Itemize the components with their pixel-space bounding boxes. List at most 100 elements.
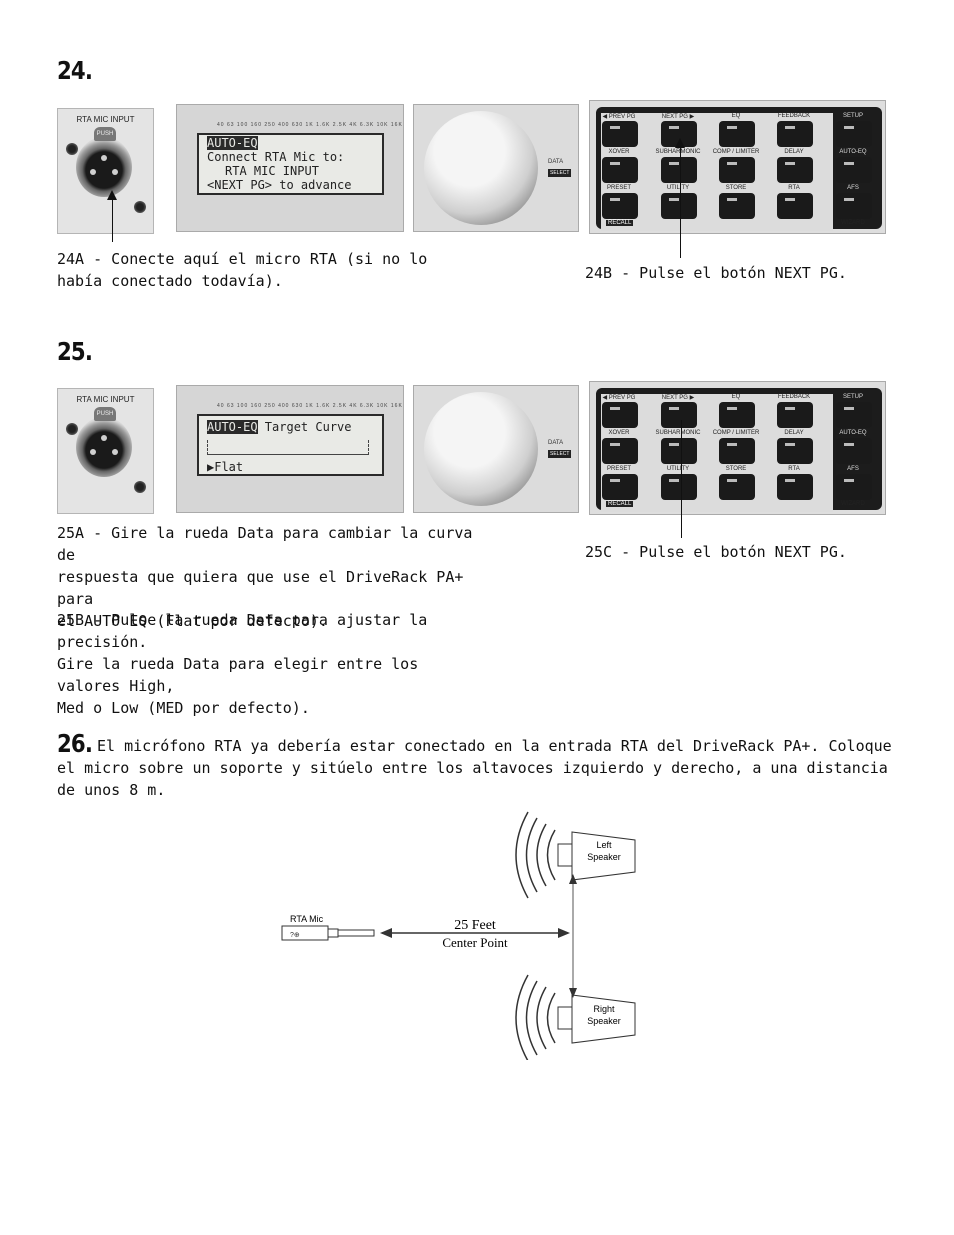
feedback-label: FEEDBACK — [777, 113, 811, 119]
lcd-title-row: AUTO-EQ Target Curve — [207, 420, 352, 434]
step-24-number: 24. — [57, 56, 93, 85]
afs-label: AFS — [847, 185, 859, 191]
delay-label: DELAY — [784, 430, 804, 436]
eq-label: EQ — [731, 394, 741, 400]
next-pg-label: NEXT PG ▶ — [661, 114, 695, 120]
xover-button[interactable] — [602, 438, 638, 464]
right-speaker-icon — [557, 994, 636, 1044]
prev-pg-button[interactable] — [602, 121, 638, 147]
comp-limiter-button[interactable] — [719, 157, 755, 183]
auto-eq-label: AUTO-EQ — [839, 149, 867, 155]
setup-button[interactable] — [836, 402, 872, 428]
rta-mic-input-panel: RTA MIC INPUT PUSH — [57, 108, 154, 234]
button-panel-24: ◀ PREV PG NEXT PG ▶ EQ FEEDBACK SETUP XO… — [589, 100, 886, 234]
rta-button[interactable] — [777, 474, 813, 500]
feedback-button[interactable] — [777, 402, 813, 428]
store-label: STORE — [725, 185, 747, 191]
screw-icon — [134, 201, 146, 213]
preset-label: PRESET — [606, 185, 631, 191]
preset-button[interactable] — [602, 474, 638, 500]
subharmonic-label: SUBHARMONIC — [655, 430, 701, 436]
utility-label: UTILITY — [666, 185, 690, 191]
data-wheel-label: DATA — [548, 440, 564, 446]
xover-label: XOVER — [608, 430, 630, 436]
target-curve-graph — [207, 440, 369, 455]
setup-button[interactable] — [836, 121, 872, 147]
prev-pg-label: ◀ PREV PG — [602, 395, 636, 401]
data-wheel-icon — [424, 392, 538, 506]
xover-button[interactable] — [602, 157, 638, 183]
meter-scale: 40 63 100 160 250 400 630 1K 1.6K 2.5K 4… — [217, 403, 403, 409]
prev-pg-label: ◀ PREV PG — [602, 114, 636, 120]
lcd-title: AUTO-EQ — [207, 136, 258, 150]
pointer-line-25c — [681, 420, 682, 538]
setup-label: SETUP — [842, 394, 863, 400]
eq-button[interactable] — [719, 121, 755, 147]
wizard-label: WIZARD — [841, 220, 865, 226]
afs-button[interactable] — [836, 474, 872, 500]
select-badge: SELECT — [548, 169, 572, 177]
auto-eq-label: AUTO-EQ — [839, 430, 867, 436]
afs-button[interactable] — [836, 193, 872, 219]
distance-label: 25 Feet — [454, 918, 496, 933]
right-sound-waves-icon — [515, 974, 556, 1060]
rta-mic-input-label: RTA MIC INPUT — [76, 395, 135, 404]
lcd-display-24: 40 63 100 160 250 400 630 1K 1.6K 2.5K 4… — [176, 104, 404, 232]
comp-limiter-button[interactable] — [719, 438, 755, 464]
rta-label: RTA — [788, 466, 800, 472]
left-speaker-icon — [557, 831, 636, 881]
pointer-line-24b — [680, 146, 681, 258]
rta-mic-input-panel: RTA MIC INPUT PUSH — [57, 388, 154, 514]
data-wheel-label: DATA — [548, 159, 564, 165]
rta-button[interactable] — [777, 193, 813, 219]
step-26-number: 26. — [57, 729, 93, 758]
lcd-value: Flat — [214, 460, 244, 474]
utility-label: UTILITY — [666, 466, 690, 472]
step-26-text: El micrófono RTA ya debería estar conect… — [57, 737, 892, 799]
lcd-screen: AUTO-EQ Connect RTA Mic to: RTA MIC INPU… — [197, 133, 384, 195]
xlr-connector-icon — [76, 137, 132, 197]
delay-label: DELAY — [784, 149, 804, 155]
pointer-arrow-24a — [107, 190, 117, 200]
caption-25b: 25B - Pulse la rueda Data para ajustar l… — [57, 611, 428, 717]
utility-button[interactable] — [661, 193, 697, 219]
prev-pg-button[interactable] — [602, 402, 638, 428]
caption-24a: 24A - Conecte aquí el micro RTA (si no l… — [57, 250, 428, 290]
feedback-label: FEEDBACK — [777, 394, 811, 400]
center-point-label: Center Point — [442, 935, 508, 950]
right-speaker-label-1: Right — [593, 1004, 615, 1014]
recall-label: RECALL — [606, 501, 634, 507]
next-pg-button[interactable] — [661, 402, 697, 428]
lcd-value-row: ▶Flat — [207, 460, 244, 474]
lcd-line-2: RTA MIC INPUT — [225, 164, 319, 178]
eq-label: EQ — [731, 113, 741, 119]
subharmonic-button[interactable] — [661, 157, 697, 183]
push-tab: PUSH — [94, 127, 116, 141]
wizard-label: WIZARD — [841, 501, 865, 507]
data-wheel-icon — [424, 111, 538, 225]
xover-label: XOVER — [608, 149, 630, 155]
feedback-button[interactable] — [777, 121, 813, 147]
eq-button[interactable] — [719, 402, 755, 428]
afs-label: AFS — [847, 466, 859, 472]
subharmonic-button[interactable] — [661, 438, 697, 464]
store-button[interactable] — [719, 474, 755, 500]
delay-button[interactable] — [777, 157, 813, 183]
select-badge: SELECT — [548, 450, 572, 458]
left-speaker-label-2: Speaker — [587, 852, 621, 862]
auto-eq-button[interactable] — [836, 438, 872, 464]
utility-button[interactable] — [661, 474, 697, 500]
speaker-placement-diagram: Left Speaker Right Speaker 25 Feet Cente… — [281, 811, 636, 1060]
rta-label: RTA — [788, 185, 800, 191]
auto-eq-button[interactable] — [836, 157, 872, 183]
preset-button[interactable] — [602, 193, 638, 219]
store-label: STORE — [725, 466, 747, 472]
rta-mic-icon — [281, 925, 375, 941]
comp-limiter-label: COMP / LIMITER — [712, 430, 760, 436]
lcd-title-rest: Target Curve — [257, 420, 352, 434]
step-25-number: 25. — [57, 337, 93, 366]
left-sound-waves-icon — [515, 811, 556, 899]
caption-24b: 24B - Pulse el botón NEXT PG. — [585, 264, 847, 282]
delay-button[interactable] — [777, 438, 813, 464]
store-button[interactable] — [719, 193, 755, 219]
